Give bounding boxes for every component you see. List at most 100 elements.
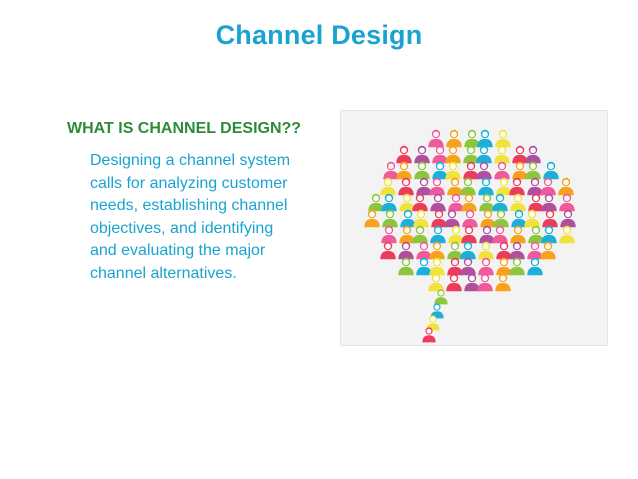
person-icon [528, 225, 544, 244]
person-icon [461, 225, 477, 244]
person-icon [429, 257, 445, 276]
person-icon [463, 145, 479, 164]
person-icon [430, 225, 446, 244]
person-icon [560, 209, 576, 228]
person-icon [541, 225, 557, 244]
person-icon [524, 209, 540, 228]
person-icon [461, 193, 477, 212]
person-icon [558, 177, 574, 196]
slide-title: Channel Design [215, 20, 423, 50]
person-icon [448, 193, 464, 212]
person-icon [495, 273, 511, 292]
person-icon [541, 193, 557, 212]
person-icon [460, 257, 476, 276]
person-icon [398, 177, 414, 196]
person-icon [493, 209, 509, 228]
person-icon [368, 193, 384, 212]
person-icon [479, 193, 495, 212]
person-icon [399, 225, 415, 244]
person-icon [364, 209, 380, 228]
person-icon [398, 241, 414, 260]
person-icon [413, 209, 429, 228]
person-icon [460, 241, 476, 260]
person-icon [479, 225, 495, 244]
person-icon [510, 193, 526, 212]
person-icon [559, 225, 575, 244]
person-icon [400, 209, 416, 228]
person-icon [463, 161, 479, 180]
person-icon [510, 225, 526, 244]
person-icon [396, 145, 412, 164]
person-icon [527, 177, 543, 196]
person-icon [445, 161, 461, 180]
person-icon [464, 129, 480, 148]
body-line: objectives, and identifying [90, 219, 274, 237]
person-icon [429, 177, 445, 196]
person-icon [446, 129, 462, 148]
person-icon [428, 273, 444, 292]
person-icon [509, 177, 525, 196]
person-icon [542, 209, 558, 228]
section-heading: WHAT IS CHANNEL DESIGN?? [67, 120, 302, 137]
person-icon [428, 129, 444, 148]
person-icon [446, 273, 462, 292]
crowd-speech-bubble-image [340, 110, 608, 346]
person-icon [527, 241, 543, 260]
person-icon [396, 161, 412, 180]
person-icon [398, 257, 414, 276]
person-icon [511, 209, 527, 228]
body-text: Designing a channel system calls for ana… [90, 150, 290, 285]
person-icon [527, 257, 543, 276]
person-icon [432, 161, 448, 180]
person-icon [476, 145, 492, 164]
person-icon [445, 145, 461, 164]
person-icon [494, 161, 510, 180]
person-icon [460, 177, 476, 196]
body-line: Designing a channel system [90, 152, 291, 169]
person-icon [525, 161, 541, 180]
person-icon [509, 257, 525, 276]
person-icon [495, 129, 511, 148]
person-icon [399, 193, 415, 212]
person-icon [380, 177, 396, 196]
person-icon [381, 225, 397, 244]
person-icon [432, 145, 448, 164]
person-icon [382, 209, 398, 228]
person-icon [462, 209, 478, 228]
person-icon [444, 209, 460, 228]
person-icon [414, 161, 430, 180]
person-icon [412, 193, 428, 212]
person-icon [447, 257, 463, 276]
person-icon [496, 241, 512, 260]
person-icon [559, 193, 575, 212]
person-icon [429, 241, 445, 260]
person-icon [422, 327, 436, 343]
person-icon [383, 161, 399, 180]
person-icon [496, 257, 512, 276]
person-icon [478, 257, 494, 276]
person-icon [512, 145, 528, 164]
person-icon [448, 225, 464, 244]
person-icon [512, 161, 528, 180]
person-icon [416, 177, 432, 196]
person-icon [540, 177, 556, 196]
body-line: needs, establishing channel [90, 197, 288, 214]
person-icon [492, 225, 508, 244]
person-icon [430, 193, 446, 212]
person-icon [412, 225, 428, 244]
person-icon [480, 209, 496, 228]
body-line: calls for analyzing customer [90, 174, 288, 192]
person-icon [540, 241, 556, 260]
person-icon [416, 241, 432, 260]
person-icon [528, 193, 544, 212]
person-icon [477, 273, 493, 292]
person-icon [434, 289, 448, 305]
person-icon [464, 273, 480, 292]
person-icon [431, 209, 447, 228]
body-line: channel alternatives. [90, 264, 237, 282]
person-icon [414, 145, 430, 164]
person-icon [509, 241, 525, 260]
person-icon [380, 241, 396, 260]
person-icon [525, 145, 541, 164]
person-icon [543, 161, 559, 180]
